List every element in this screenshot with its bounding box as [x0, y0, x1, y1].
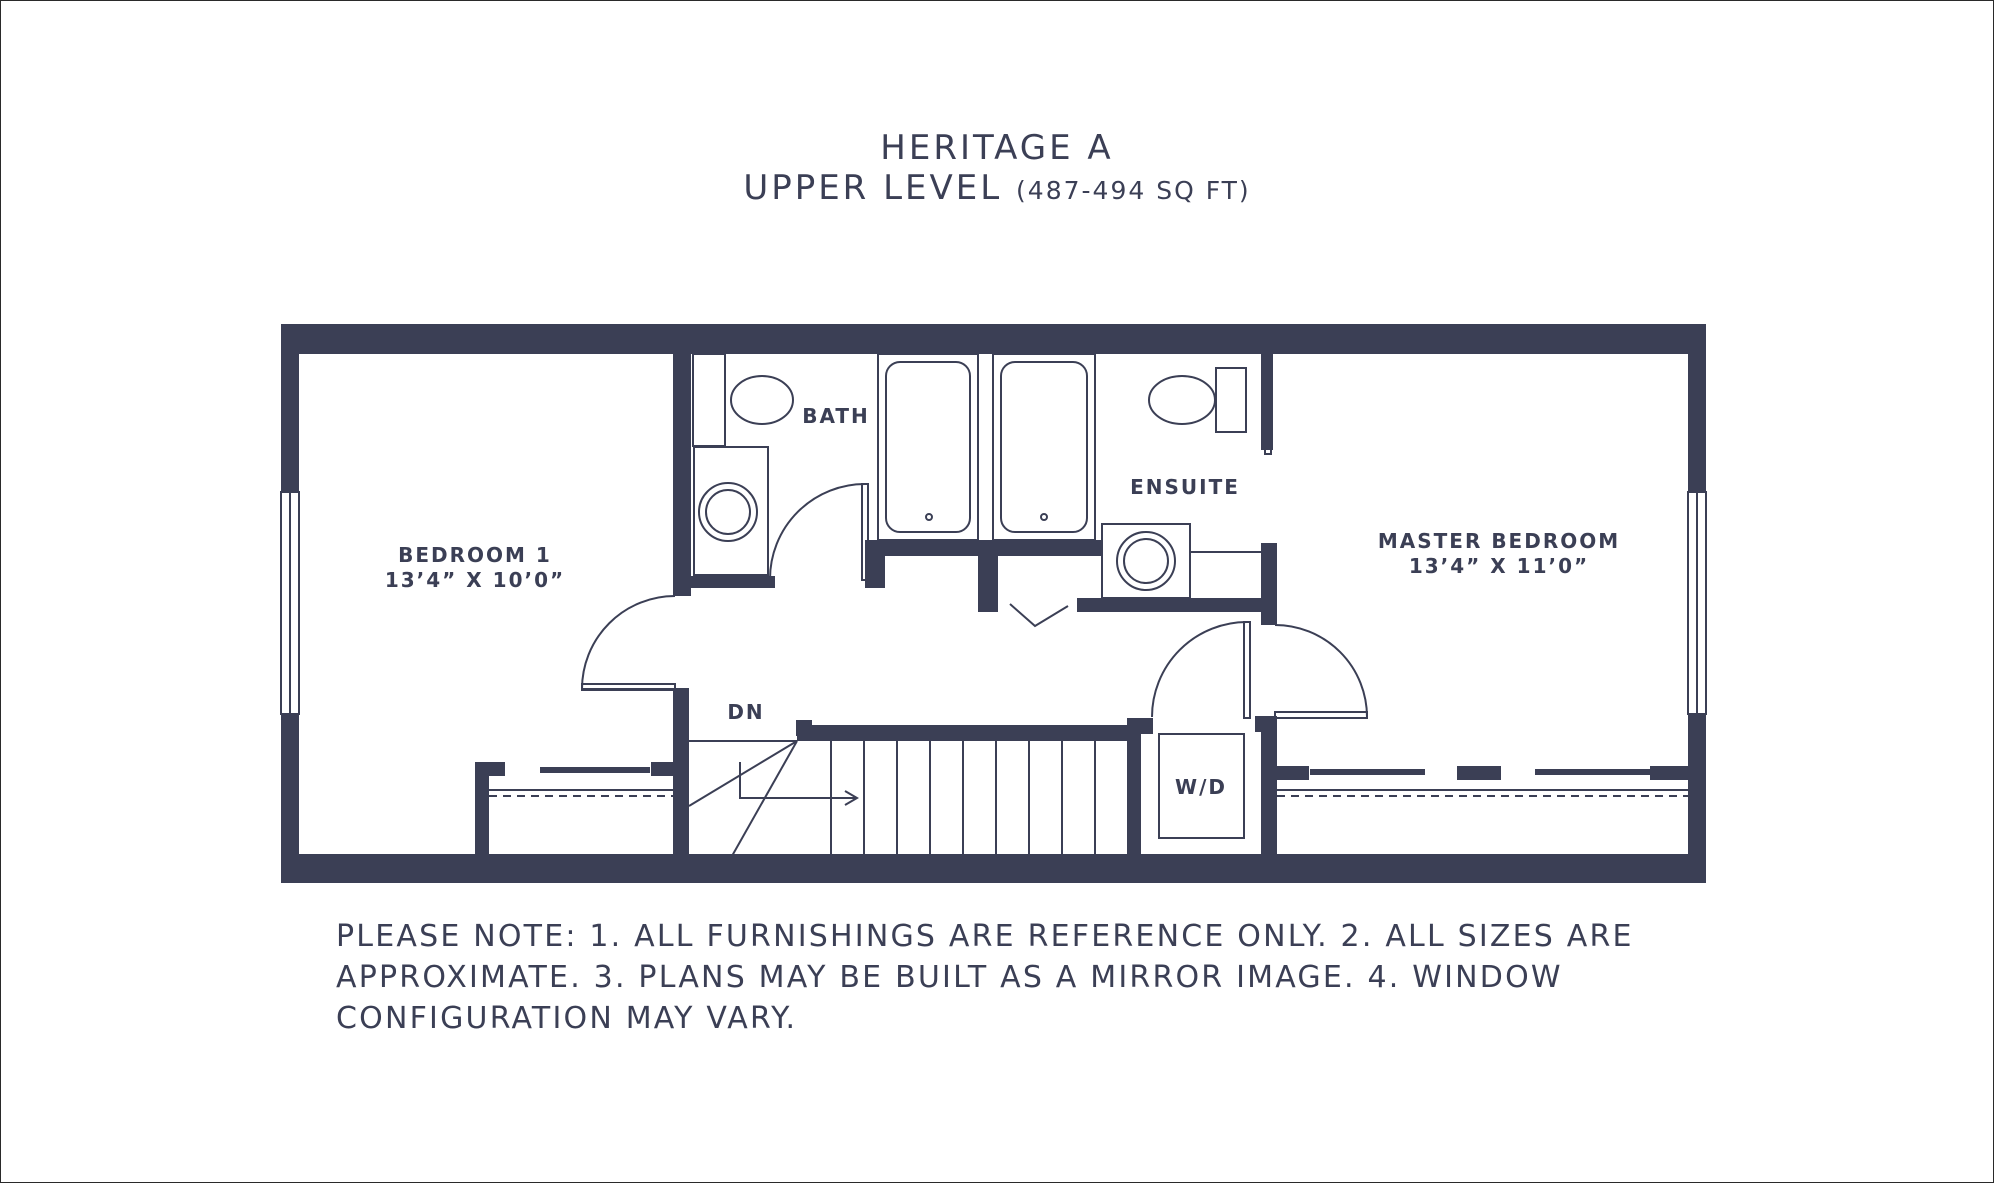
wall-stair-post — [796, 720, 812, 736]
door-linen-bifold — [1009, 603, 1069, 628]
bath-tub-inner — [885, 361, 971, 533]
wall-right-upper — [1688, 324, 1706, 492]
door-bedroom1-leaf — [581, 683, 676, 691]
door-wd-leaf — [1243, 621, 1251, 719]
wall-closet-left-end — [475, 762, 489, 858]
master-bedroom-label: MASTER BEDROOM — [1378, 529, 1620, 553]
wall-closet-left — [978, 540, 998, 612]
wall-closet-left-cap2 — [651, 762, 681, 776]
wall-ensuite-right — [1261, 543, 1277, 625]
square-footage: (487-494 SQ FT) — [1016, 176, 1251, 205]
wall-closet-right-cap2 — [1650, 766, 1690, 780]
level-name: UPPER LEVEL — [743, 168, 1003, 208]
bedroom1-size: 13’4” X 10’0” — [385, 568, 565, 592]
wall-top — [281, 324, 1706, 354]
door-wd — [1151, 621, 1248, 718]
plan-name: HERITAGE A — [880, 128, 1114, 168]
wall-bottom — [281, 854, 1706, 883]
title-block: HERITAGE A UPPER LEVEL (487-494 SQ FT) — [0, 128, 1994, 211]
wall-closet-right-cap — [1277, 766, 1309, 780]
bath-toilet-tank — [692, 353, 726, 447]
staircase — [688, 740, 1096, 857]
wall-right-lower — [1688, 714, 1706, 883]
ensuite-sink-basin — [1123, 538, 1169, 584]
bedroom1-label: BEDROOM 1 — [398, 543, 552, 567]
wall-ensuite-bottom — [1077, 598, 1277, 612]
windows — [280, 491, 1707, 715]
door-bath — [769, 483, 866, 580]
disclaimer-note: PLEASE NOTE: 1. ALL FURNISHINGS ARE REFE… — [336, 919, 1634, 1036]
stairs-down-label: DN — [727, 700, 764, 724]
wall-bath-bottom — [673, 576, 775, 588]
ensuite-tub-drain — [1040, 513, 1048, 521]
bath-sink-basin — [705, 489, 751, 535]
laundry-label: W/D — [1175, 775, 1227, 799]
level-line: UPPER LEVEL (487-494 SQ FT) — [0, 168, 1994, 211]
doors — [580, 353, 1368, 719]
bath-toilet-bowl — [730, 375, 794, 425]
door-master — [1274, 624, 1368, 718]
wall-left-upper — [281, 324, 299, 492]
closets — [489, 767, 1688, 797]
ensuite-toilet-bowl — [1148, 375, 1216, 425]
laundry-unit — [1158, 733, 1245, 839]
door-bedroom1 — [580, 595, 676, 690]
door-master-leaf — [1274, 711, 1368, 719]
wall-stair-top — [797, 725, 1132, 741]
wall-left-lower — [281, 714, 299, 883]
wall-tub-bottom — [870, 540, 1140, 556]
wall-bath-left — [673, 350, 691, 596]
ensuite-tub-inner — [1000, 361, 1088, 533]
stair-winder-1 — [688, 740, 798, 807]
closet-door-panel — [1457, 766, 1501, 780]
wall-closet-left-cap — [475, 762, 505, 776]
stair-arrow-head — [844, 790, 859, 806]
bath-label: BATH — [802, 404, 870, 428]
door-bath-leaf — [861, 483, 869, 581]
wall-stair-right — [1127, 725, 1141, 858]
wall-wd-right — [1261, 716, 1277, 858]
door-ensuite-pocket — [1264, 353, 1272, 455]
stair-direction-line — [739, 762, 855, 799]
ensuite-toilet-tank — [1215, 367, 1247, 433]
bath-tub-drain — [925, 513, 933, 521]
ensuite-label: ENSUITE — [1130, 475, 1240, 499]
fixtures — [692, 353, 1261, 839]
wall-wd-post-right — [1255, 716, 1277, 732]
master-bedroom-size: 13’4” X 11’0” — [1409, 554, 1589, 578]
